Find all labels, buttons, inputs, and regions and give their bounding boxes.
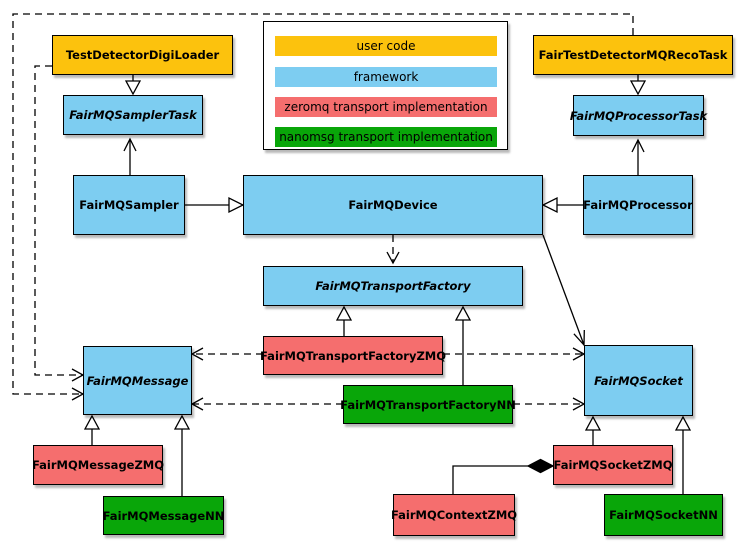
class-box-fairmqprocessor: FairMQProcessor xyxy=(583,175,693,235)
class-box-fairmqcontextzmq: FairMQContextZMQ xyxy=(391,494,517,536)
edge-inheritance-messagenn-message xyxy=(173,414,191,496)
class-box-fairmqmessagezmq: FairMQMessageZMQ xyxy=(32,445,164,485)
edge-dependency-factorynn-message xyxy=(190,397,343,411)
edge-dependency-factoryzmq-message xyxy=(190,347,263,361)
edge-inheritance-processor-device xyxy=(541,196,583,214)
edge-inheritance-messagezmq-message xyxy=(83,414,101,445)
class-box-fairmqtransportfactorynn: FairMQTransportFactoryNN xyxy=(340,385,516,424)
edge-dependency-device-transportfactory xyxy=(386,235,400,265)
class-box-fairmqmessage: FairMQMessage xyxy=(83,346,192,415)
class-box-fairmqtransportfactory: FairMQTransportFactory xyxy=(263,266,523,306)
edge-inheritance-sampler-device xyxy=(185,196,245,214)
class-box-fairmqsamplertask: FairMQSamplerTask xyxy=(63,95,203,135)
edge-inheritance-digiloader-samplertask xyxy=(124,75,142,96)
edge-association-device-socket xyxy=(542,234,585,347)
edge-inheritance-recotask-processortask xyxy=(629,75,647,96)
class-box-fairmqsocketnn: FairMQSocketNN xyxy=(604,494,723,536)
legend-box: user code framework zeromq transport imp… xyxy=(263,21,508,150)
legend-item-nanomsg: nanomsg transport implementation xyxy=(275,127,497,147)
edge-association-sampler-samplertask xyxy=(123,137,137,175)
edge-composition-socketzmq-contextzmq xyxy=(452,458,555,494)
edge-association-processor-processortask xyxy=(631,138,645,175)
class-box-fairtestdetectormqrecotask: FairTestDetectorMQRecoTask xyxy=(533,35,733,75)
class-box-fairmqdevice: FairMQDevice xyxy=(243,175,543,235)
class-box-fairmqsampler: FairMQSampler xyxy=(73,175,185,235)
class-box-testdetectordigiloader: TestDetectorDigiLoader xyxy=(52,35,233,75)
class-box-fairmqsocket: FairMQSocket xyxy=(584,345,693,416)
class-box-fairmqsocketzmq: FairMQSocketZMQ xyxy=(553,445,673,485)
legend-item-framework: framework xyxy=(275,67,497,87)
class-box-fairmqmessagenn: FairMQMessageNN xyxy=(103,496,224,535)
edge-inheritance-factoryzmq-factory xyxy=(335,305,353,336)
edge-inheritance-socketzmq-socket xyxy=(584,415,602,445)
edge-inheritance-socketnn-socket xyxy=(674,415,692,494)
class-box-fairmqprocessortask: FairMQProcessorTask xyxy=(570,95,707,136)
edge-dependency-factoryzmq-socket xyxy=(443,347,586,361)
legend-item-zeromq: zeromq transport implementation xyxy=(275,97,497,117)
edge-dependency-factorynn-socket xyxy=(513,397,586,411)
edge-inheritance-factorynn-factory xyxy=(454,305,472,385)
class-box-fairmqtransportfactoryzmq: FairMQTransportFactoryZMQ xyxy=(260,336,446,375)
legend-item-user-code: user code xyxy=(275,36,497,56)
